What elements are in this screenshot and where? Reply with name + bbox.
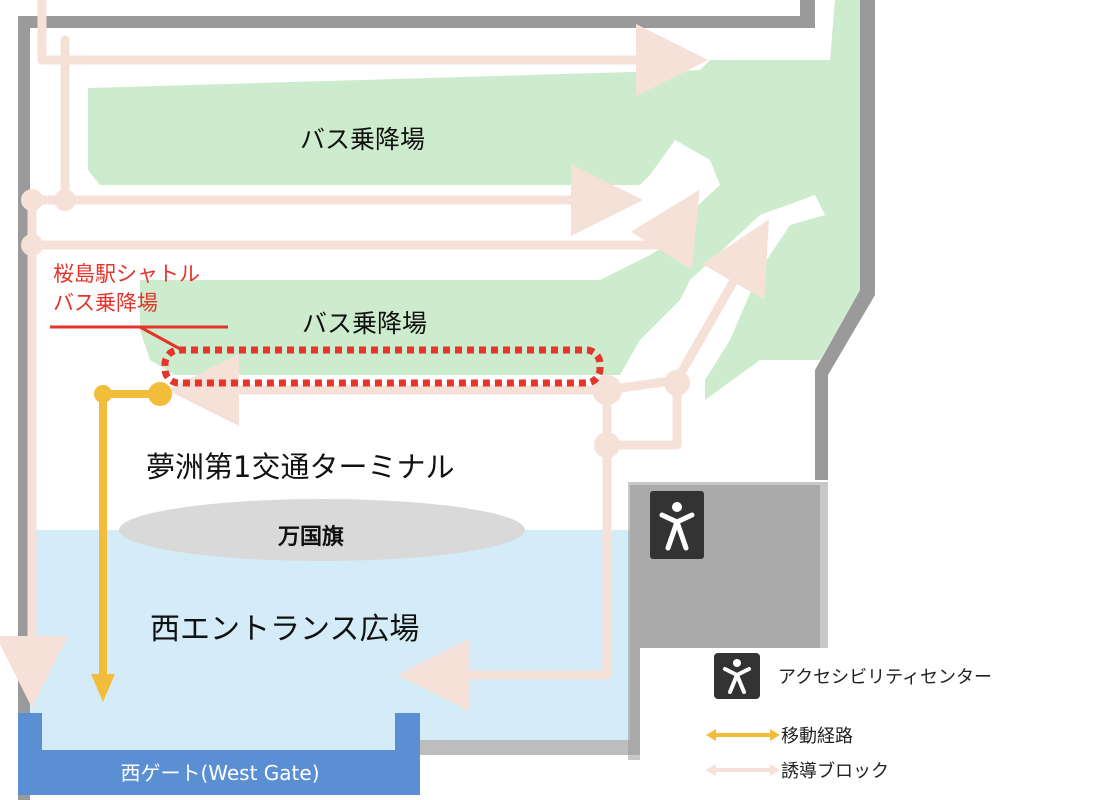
bus-platform-upper [88, 0, 860, 400]
legend-route-arrow-icon [705, 728, 779, 742]
terminal-label: 夢洲第1交通ターミナル [146, 450, 455, 484]
legend-accessibility-row: アクセシビリティセンター [714, 653, 992, 699]
bus-platform-lower-label: バス乗降場 [302, 309, 428, 338]
shuttle-callout-line2: バス乗降場 [53, 291, 158, 315]
accessibility-center-icon [650, 491, 704, 559]
legend-route-swatch [706, 729, 780, 741]
plaza-area [18, 530, 630, 752]
shuttle-callout-line1: 桜島駅シャトル [53, 262, 200, 286]
bus-platform-upper-label: バス乗降場 [300, 125, 426, 154]
plaza-label: 西エントランス広場 [150, 612, 420, 647]
legend-accessibility-label: アクセシビリティセンター [778, 667, 993, 688]
flags-ellipse [119, 499, 525, 561]
west-gate [18, 713, 420, 795]
flags-label: 万国旗 [278, 525, 345, 550]
legend-route-label: 移動経路 [781, 726, 853, 747]
shuttle-callout-leader [50, 325, 228, 352]
legend-guide-swatch [706, 764, 780, 776]
legend-guide-label: 誘導ブロック [781, 761, 889, 782]
shuttle-callout: 桜島駅シャトル バス乗降場 [53, 260, 200, 318]
legend-guide-row: 誘導ブロック [705, 757, 889, 783]
accessibility-person-icon [714, 653, 760, 699]
legend-guide-arrow-icon [705, 763, 779, 777]
guide-block-nodes [21, 189, 690, 458]
legend-route-row: 移動経路 [705, 722, 853, 748]
gate-label: 西ゲート(West Gate) [120, 761, 320, 785]
bus-platform-lower [140, 230, 700, 375]
route-path [91, 382, 172, 702]
